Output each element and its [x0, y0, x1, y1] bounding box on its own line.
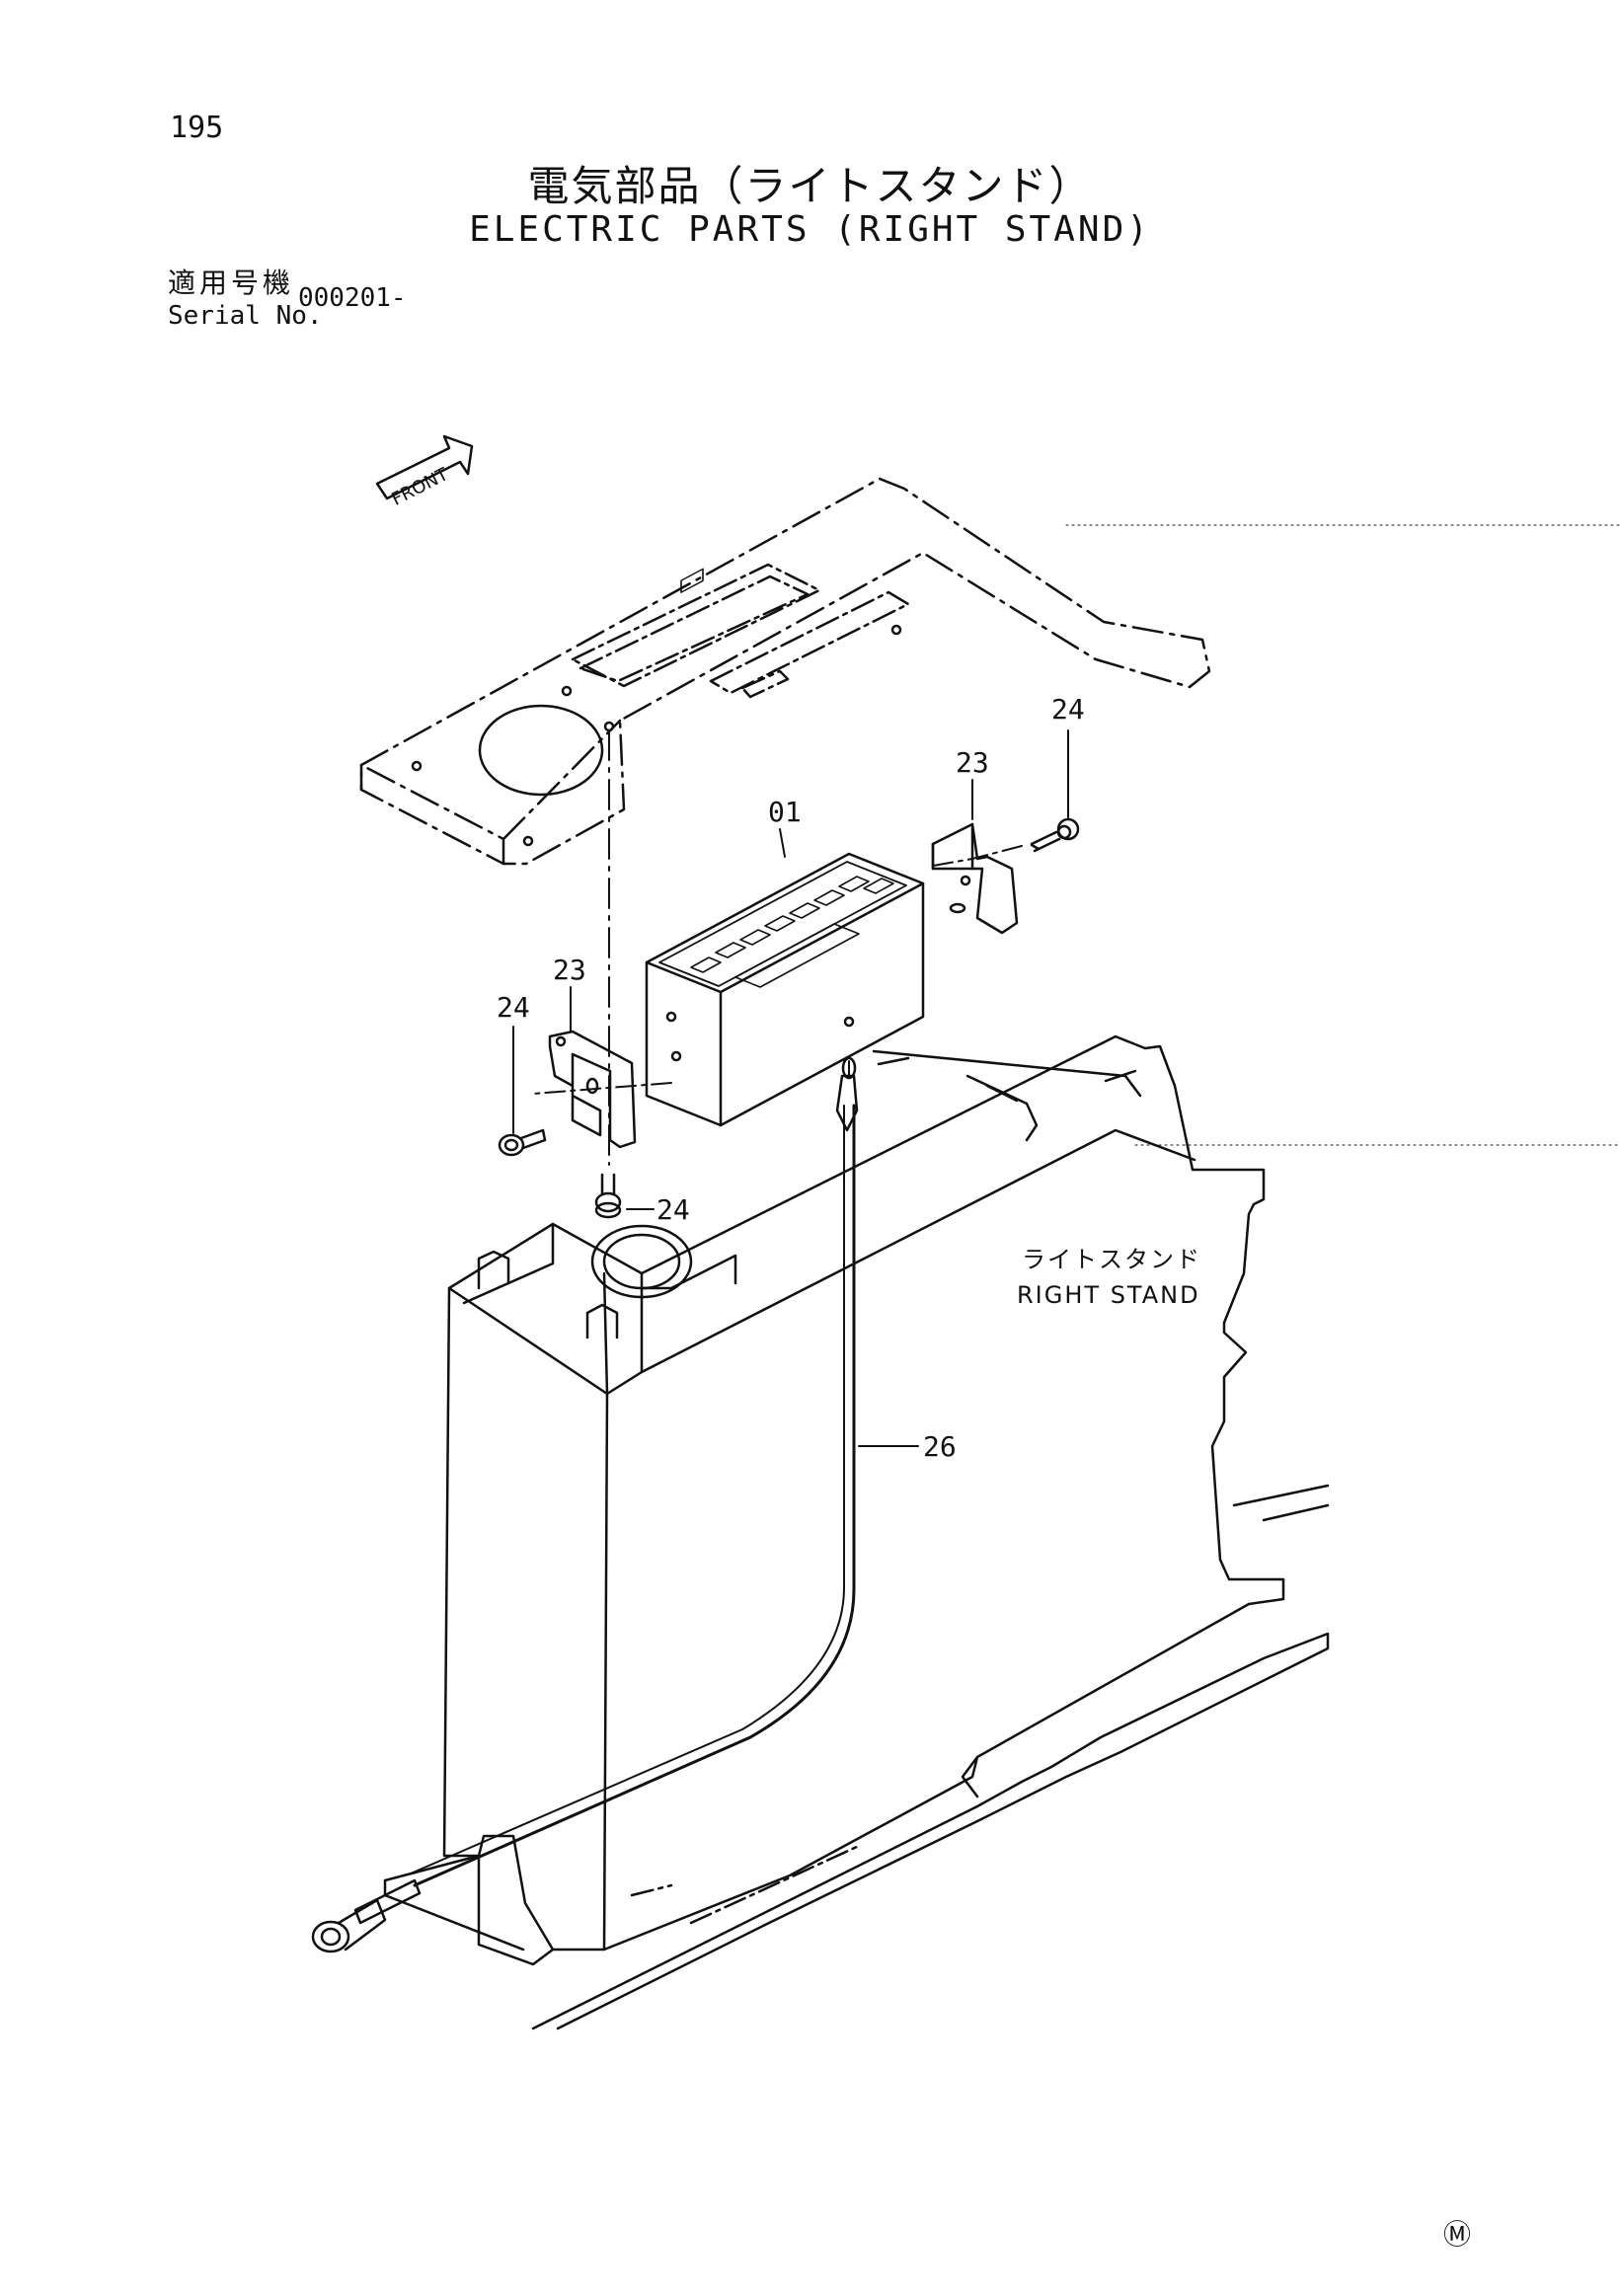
page-title-japanese: 電気部品（ライトスタンド）: [527, 162, 1093, 210]
callout-leader: [779, 828, 786, 858]
right-bolt: [1030, 817, 1080, 853]
stand-label-english: RIGHT STAND: [1017, 1281, 1200, 1309]
top-plate: [359, 477, 1211, 866]
left-bracket: [548, 1030, 637, 1149]
wire-harness: [311, 1056, 859, 1953]
right-stand-housing: [383, 1034, 1285, 1966]
serial-number-value: 000201-: [298, 283, 407, 313]
base-plate: [531, 1484, 1330, 2030]
right-bracket: [931, 822, 1019, 935]
callout-24-left: 24: [497, 991, 530, 1024]
page-number: 195: [170, 111, 224, 145]
callout-24-bottom: 24: [656, 1193, 690, 1226]
front-label: FRONT: [388, 464, 452, 510]
callout-23-right: 23: [956, 746, 989, 779]
left-bolt: [498, 1128, 547, 1157]
stand-label-japanese: ライトスタンド: [1022, 1246, 1201, 1273]
serial-label-english: Serial No.: [168, 301, 323, 331]
front-arrow-icon: FRONT: [375, 434, 474, 510]
callout-01: 01: [768, 796, 802, 828]
page-title-english: ELECTRIC PARTS (RIGHT STAND): [469, 209, 1151, 250]
callout-26: 26: [923, 1430, 957, 1463]
controller-unit: [645, 568, 925, 1127]
bottom-bolt: [594, 1173, 622, 1219]
manual-mark-icon: Ⓜ: [1443, 2218, 1472, 2251]
guide-line: [532, 1082, 672, 1095]
serial-label-japanese: 適用号機: [168, 267, 295, 299]
callout-24-top-right: 24: [1051, 693, 1085, 726]
callout-23-left: 23: [553, 954, 586, 986]
